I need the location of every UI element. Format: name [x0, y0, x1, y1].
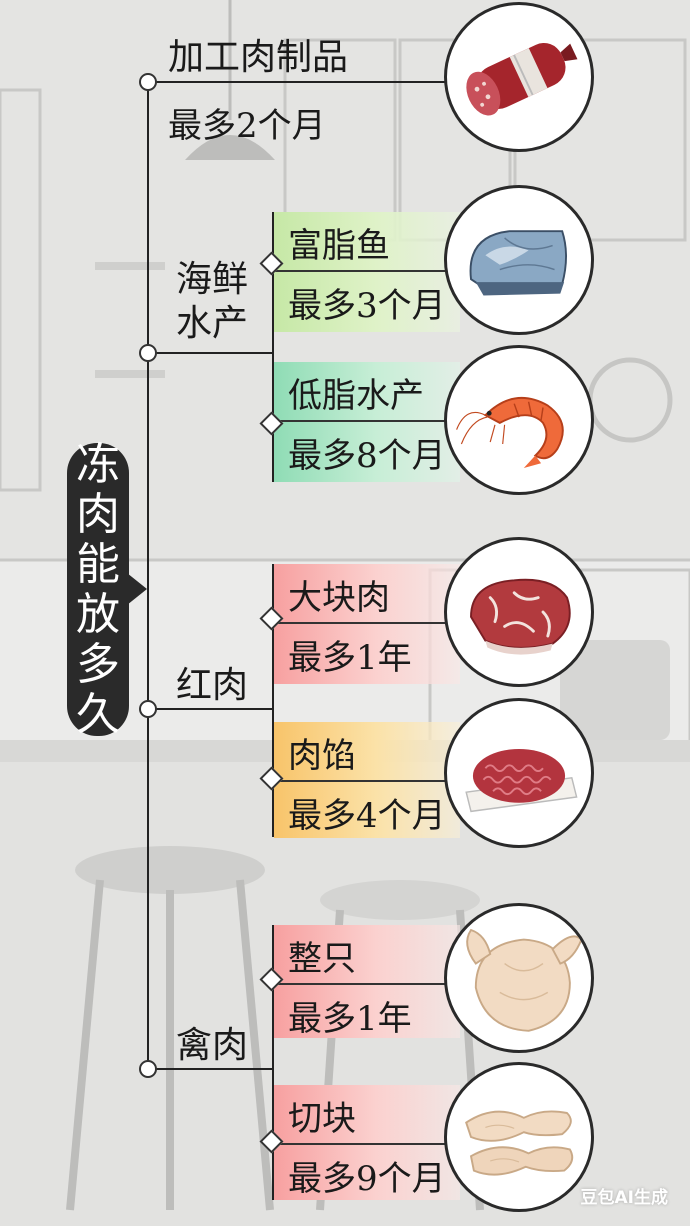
main-title-box: 冻肉能放多久	[67, 439, 147, 739]
large-cut-name: 大块肉	[288, 578, 390, 618]
salmon-steak-icon	[444, 185, 594, 335]
whole-bird-duration: 最多1年	[288, 999, 412, 1039]
branch-line-processed	[148, 81, 448, 83]
node-poultry	[139, 1060, 157, 1078]
whole-bird-name: 整只	[288, 939, 356, 979]
panel-divider	[274, 420, 460, 422]
seafood-connector	[272, 212, 274, 482]
branch-line-redmeat	[148, 708, 272, 710]
redmeat-large-panel: 大块肉 最多1年	[274, 564, 460, 684]
panel-divider	[274, 780, 460, 782]
fatty-fish-duration: 最多3个月	[288, 286, 446, 326]
processed-name: 加工肉制品	[168, 37, 349, 78]
redmeat-ground-panel: 肉馅 最多4个月	[274, 722, 460, 838]
poultry-pieces-panel: 切块 最多9个月	[274, 1085, 460, 1200]
beef-steak-icon	[444, 537, 594, 687]
large-cut-duration: 最多1年	[288, 638, 412, 678]
main-title: 冻肉能放多久	[76, 438, 120, 740]
ground-meat-name: 肉馅	[288, 736, 356, 776]
seafood-fatty-panel: 富脂鱼 最多3个月	[274, 212, 460, 332]
panel-divider	[274, 1143, 460, 1145]
fatty-fish-name: 富脂鱼	[288, 226, 390, 266]
pieces-duration: 最多9个月	[288, 1159, 446, 1199]
seafood-name: 海鲜水产	[176, 259, 249, 344]
node-processed	[139, 73, 157, 91]
branch-line-seafood	[148, 352, 272, 354]
seafood-lean-panel: 低脂水产 最多8个月	[274, 362, 460, 482]
shrimp-icon	[444, 345, 594, 495]
lean-seafood-name: 低脂水产	[288, 376, 424, 416]
lean-seafood-duration: 最多8个月	[288, 436, 446, 476]
node-seafood	[139, 344, 157, 362]
pieces-name: 切块	[288, 1099, 356, 1139]
processed-duration: 最多2个月	[168, 106, 326, 146]
panel-divider	[274, 983, 460, 985]
redmeat-connector	[272, 564, 274, 837]
branch-line-poultry	[148, 1068, 272, 1070]
poultry-whole-panel: 整只 最多1年	[274, 925, 460, 1039]
ground-meat-duration: 最多4个月	[288, 796, 446, 836]
watermark: 豆包AI生成	[580, 1188, 668, 1208]
panel-divider	[274, 622, 460, 624]
redmeat-name: 红肉	[176, 665, 249, 706]
chicken-wings-icon	[444, 1062, 594, 1212]
ground-meat-icon	[444, 698, 594, 848]
whole-chicken-icon	[444, 903, 594, 1053]
poultry-name: 禽肉	[176, 1025, 249, 1066]
node-redmeat	[139, 700, 157, 718]
panel-divider	[274, 270, 460, 272]
trunk-line	[147, 80, 149, 1070]
sausage-icon	[444, 2, 594, 152]
poultry-connector	[272, 925, 274, 1200]
